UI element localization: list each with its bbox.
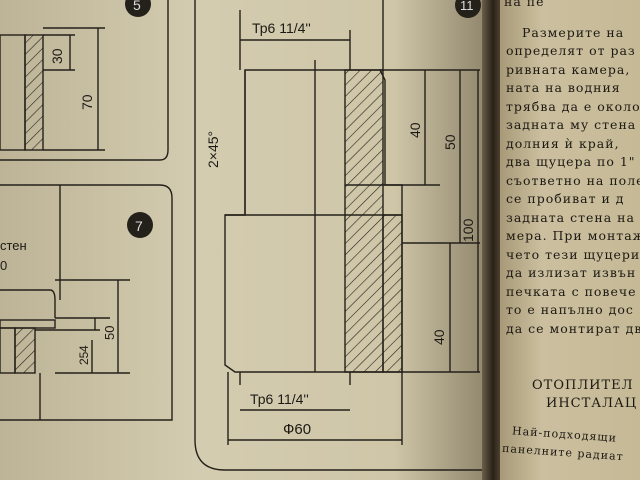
text-line: задната му стена (506, 117, 637, 132)
fig11-side-dimension-lines (380, 69, 480, 373)
fig7-section (14, 327, 36, 374)
text-line: печката с повече о (506, 284, 640, 299)
fig5-dimension-lines (43, 27, 105, 151)
right-page: на пе Размерите на определят от раз ривн… (500, 0, 640, 480)
text-line: трябва да е около (506, 99, 640, 114)
technical-drawings: 5 30 70 7 стен 0 4 25 50 11 Тр6 11/4'' 2… (0, 0, 486, 471)
fig7-dim-50: 50 (102, 326, 117, 340)
text-line: задната стена на г (506, 210, 640, 225)
fig11-chamfer: 2×45° (205, 131, 221, 168)
left-page: 5 30 70 7 стен 0 4 25 50 11 Тр6 11/4'' 2… (0, 0, 492, 480)
text-line: то е напълно дос (506, 302, 634, 317)
fig11-section-lower (382, 214, 403, 373)
text-line: определят от раз (506, 43, 636, 58)
fig7-number: 7 (135, 218, 143, 234)
fig7-dimension-lines (0, 185, 130, 420)
fig11-dim-40-bottom: 40 (431, 329, 447, 345)
text-line: чето тези щуцери (506, 247, 640, 262)
text-line: панелните радиат (501, 441, 625, 464)
fig11-dim-100: 100 (460, 218, 476, 242)
fig5-dim-70: 70 (79, 94, 95, 110)
fig11-pipe-bottom: Тр6 11/4'' (250, 391, 309, 407)
fig7-frame (0, 184, 173, 421)
book-gutter (482, 0, 504, 480)
text-line: на пе (504, 0, 545, 9)
fig7-dim-25: 25 (77, 351, 91, 365)
fig5-dim-30: 30 (49, 48, 65, 64)
text-line: да излизат извън (506, 265, 637, 280)
fig7-number-badge (127, 212, 153, 238)
fig11-number-badge (455, 0, 481, 18)
text-line: да се монтират два (506, 321, 640, 336)
fig5-section (24, 34, 44, 151)
fig11-bottom-dimension-lines (227, 372, 403, 445)
fig7-part (0, 327, 16, 374)
text-line: ривната камера, (506, 62, 631, 77)
text-line: Най-подходящи (511, 424, 618, 445)
fig7-flange (0, 319, 56, 329)
fig5-part (0, 34, 26, 151)
fig11-section-upper (344, 69, 384, 373)
text-line: долния ѝ край, (506, 136, 620, 151)
fig7-dim-4: 4 (77, 345, 91, 352)
fig11-number: 11 (460, 0, 474, 13)
fig11-diameter: Ф60 (283, 421, 311, 438)
fig7-label: стен (0, 238, 27, 253)
section-heading: ОТОПЛИТЕЛ (532, 378, 634, 393)
fig11-top-dimension-lines (239, 0, 385, 372)
fig5-number: 5 (133, 0, 141, 13)
text-line: съответно на поле (506, 173, 640, 188)
fig5-number-badge (125, 0, 151, 17)
fig11-dim-40-top: 40 (407, 122, 423, 138)
text-line: Размерите на (522, 25, 625, 40)
fig11-frame (194, 0, 486, 471)
fig7-label2: 0 (0, 258, 7, 273)
text-line: ната на водния (506, 80, 621, 95)
section-heading: ИНСТАЛАЦ (546, 396, 638, 411)
text-line: два щуцера по 1" (506, 154, 636, 169)
fig11-dim-50: 50 (442, 134, 458, 150)
fig5-frame (0, 0, 169, 161)
text-line: мера. При монтаж (506, 228, 640, 243)
text-line: се пробиват и д (506, 191, 625, 206)
fig11-pipe-top: Тр6 11/4'' (252, 20, 311, 36)
